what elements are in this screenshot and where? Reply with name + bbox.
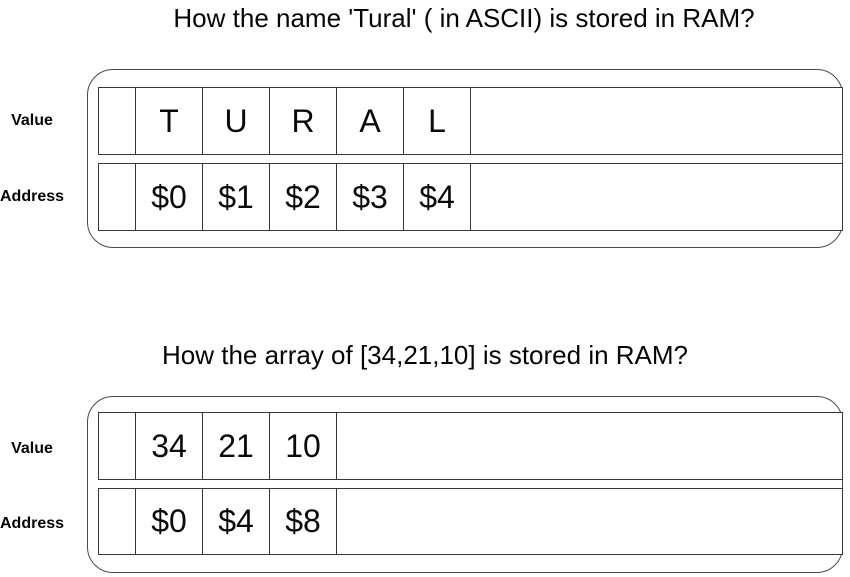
question-title-ascii: How the name 'Tural' ( in ASCII) is stor…	[173, 3, 755, 33]
value-cell: 21	[203, 413, 270, 479]
value-row: T U R A L	[98, 87, 843, 155]
lead-empty-cell	[99, 489, 136, 554]
value-row-label: Value	[11, 112, 53, 129]
trailing-empty-cell	[471, 88, 842, 154]
address-cell: $4	[404, 164, 471, 230]
address-cell: $4	[203, 489, 270, 554]
address-cell: $1	[203, 164, 270, 230]
value-cell: R	[270, 88, 337, 154]
address-row: $0 $1 $2 $3 $4	[98, 163, 843, 231]
address-row: $0 $4 $8	[98, 488, 843, 555]
value-cell: 34	[136, 413, 203, 479]
address-cell: $3	[337, 164, 404, 230]
lead-empty-cell	[99, 88, 136, 154]
value-cell: 10	[270, 413, 337, 479]
value-cell: A	[337, 88, 404, 154]
ram-diagram-array: 34 21 10 $0 $4 $8	[87, 396, 843, 573]
address-row-label: Address	[0, 515, 65, 532]
lead-empty-cell	[99, 413, 136, 479]
question-title-array: How the array of [34,21,10] is stored in…	[161, 340, 689, 370]
trailing-empty-cell	[337, 413, 842, 479]
trailing-empty-cell	[337, 489, 842, 554]
value-cell: T	[136, 88, 203, 154]
lead-empty-cell	[99, 164, 136, 230]
trailing-empty-cell	[471, 164, 842, 230]
value-row: 34 21 10	[98, 412, 843, 480]
address-cell: $0	[136, 489, 203, 554]
address-cell: $8	[270, 489, 337, 554]
address-cell: $0	[136, 164, 203, 230]
value-cell: L	[404, 88, 471, 154]
address-cell: $2	[270, 164, 337, 230]
value-row-label: Value	[11, 440, 53, 457]
value-cell: U	[203, 88, 270, 154]
ram-diagram-ascii: T U R A L $0 $1 $2 $3 $4	[87, 69, 843, 248]
address-row-label: Address	[0, 188, 65, 205]
